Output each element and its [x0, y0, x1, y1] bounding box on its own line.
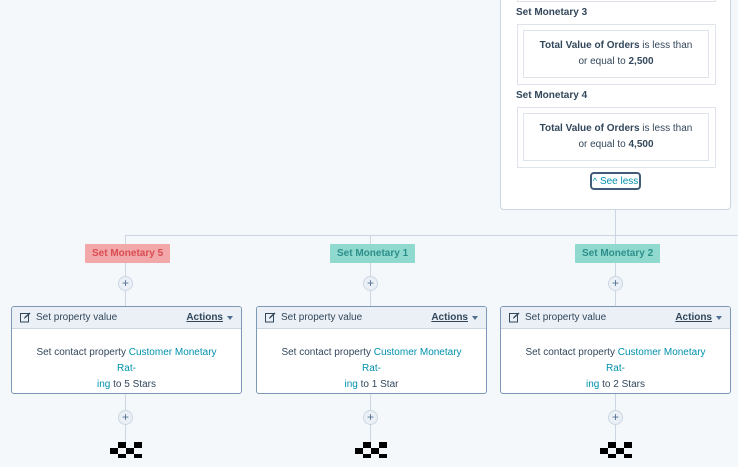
action-connector: to: [113, 379, 122, 390]
trunk-connector: [615, 210, 616, 236]
action-prefix: Set contact property: [525, 347, 615, 358]
branch-horizontal-connector: [125, 235, 738, 236]
condition-property: Total Value of Orders: [539, 40, 640, 51]
branch-label-monetary-5[interactable]: Set Monetary 5: [85, 244, 171, 263]
branch-connector-1: [125, 235, 126, 306]
action-card-body: Set contact property Customer Monetary R…: [12, 329, 241, 393]
actions-dropdown[interactable]: Actions: [675, 312, 722, 323]
condition-operator: is less than or equal to: [578, 123, 693, 150]
see-less-button[interactable]: ^ See less: [590, 172, 641, 190]
action-connector: to: [602, 379, 611, 390]
add-action-button[interactable]: +: [118, 276, 133, 291]
see-less-label: See less: [599, 175, 639, 187]
add-action-button[interactable]: +: [363, 276, 378, 291]
edit-icon: [509, 312, 520, 323]
condition-group: Total Value of Orders is less than or eq…: [517, 24, 716, 85]
property-link[interactable]: ing: [97, 379, 111, 390]
caret-down-icon: [716, 315, 722, 320]
branch-connector-2: [370, 235, 371, 306]
condition-property: Total Value of Orders: [539, 123, 640, 134]
branch-label-monetary-2[interactable]: Set Monetary 2: [575, 244, 661, 263]
action-value: 1 Star: [371, 379, 399, 390]
branch-connector-3: [615, 235, 616, 306]
action-prefix: Set contact property: [36, 347, 126, 358]
action-card-body: Set contact property Customer Monetary R…: [501, 329, 730, 393]
caret-down-icon: [472, 315, 478, 320]
add-action-button[interactable]: +: [363, 410, 378, 425]
condition-heading: Set Monetary 3: [516, 7, 588, 18]
action-card-header: Set property value Actions: [501, 307, 730, 329]
action-value: 2 Stars: [613, 379, 645, 390]
action-card-title: Set property value: [36, 312, 118, 323]
condition-text: Total Value of Orders is less than or eq…: [538, 38, 694, 70]
condition-filter[interactable]: Total Value of Orders is less than or eq…: [523, 113, 709, 161]
action-card-title: Set property value: [525, 312, 607, 323]
checkered-flag-icon: [600, 442, 632, 458]
checkered-flag-icon: [110, 442, 142, 458]
branch-conditions-panel: Set Monetary 3 Total Value of Orders is …: [500, 0, 731, 210]
action-card[interactable]: Set property value Actions Set contact p…: [11, 306, 242, 394]
actions-dropdown[interactable]: Actions: [431, 312, 478, 323]
action-card-header: Set property value Actions: [257, 307, 486, 329]
property-link[interactable]: ing: [344, 379, 358, 390]
add-action-button[interactable]: +: [608, 276, 623, 291]
property-link[interactable]: ing: [586, 379, 600, 390]
caret-down-icon: [227, 315, 233, 320]
condition-text: Total Value of Orders is less than or eq…: [538, 121, 694, 153]
actions-label: Actions: [431, 312, 468, 323]
actions-label: Actions: [186, 312, 223, 323]
add-action-button[interactable]: +: [608, 410, 623, 425]
condition-group: Total Value of Orders is less than or eq…: [517, 107, 716, 168]
property-link[interactable]: Customer Monetary Rat-: [362, 347, 462, 374]
edit-icon: [265, 312, 276, 323]
property-link[interactable]: Customer Monetary Rat-: [117, 347, 217, 374]
property-link[interactable]: Customer Monetary Rat-: [606, 347, 706, 374]
condition-heading: Set Monetary 4: [516, 90, 588, 101]
action-card-body: Set contact property Customer Monetary R…: [257, 329, 486, 393]
condition-value: 2,500: [628, 56, 654, 67]
edit-icon: [20, 312, 31, 323]
branch-label-monetary-1[interactable]: Set Monetary 1: [330, 244, 416, 263]
action-prefix: Set contact property: [281, 347, 371, 358]
condition-value: 4,500: [628, 139, 654, 150]
condition-operator: is less than or equal to: [578, 40, 693, 67]
action-card-header: Set property value Actions: [12, 307, 241, 329]
previous-condition-box: [517, 0, 716, 2]
actions-dropdown[interactable]: Actions: [186, 312, 233, 323]
chevron-up-icon: ^: [592, 175, 597, 186]
action-value: 5 Stars: [124, 379, 156, 390]
action-card-title: Set property value: [281, 312, 363, 323]
action-connector: to: [360, 379, 369, 390]
condition-filter[interactable]: Total Value of Orders is less than or eq…: [523, 30, 709, 78]
checkered-flag-icon: [355, 442, 387, 458]
add-action-button[interactable]: +: [118, 410, 133, 425]
action-card[interactable]: Set property value Actions Set contact p…: [256, 306, 487, 394]
action-card[interactable]: Set property value Actions Set contact p…: [500, 306, 731, 394]
actions-label: Actions: [675, 312, 712, 323]
